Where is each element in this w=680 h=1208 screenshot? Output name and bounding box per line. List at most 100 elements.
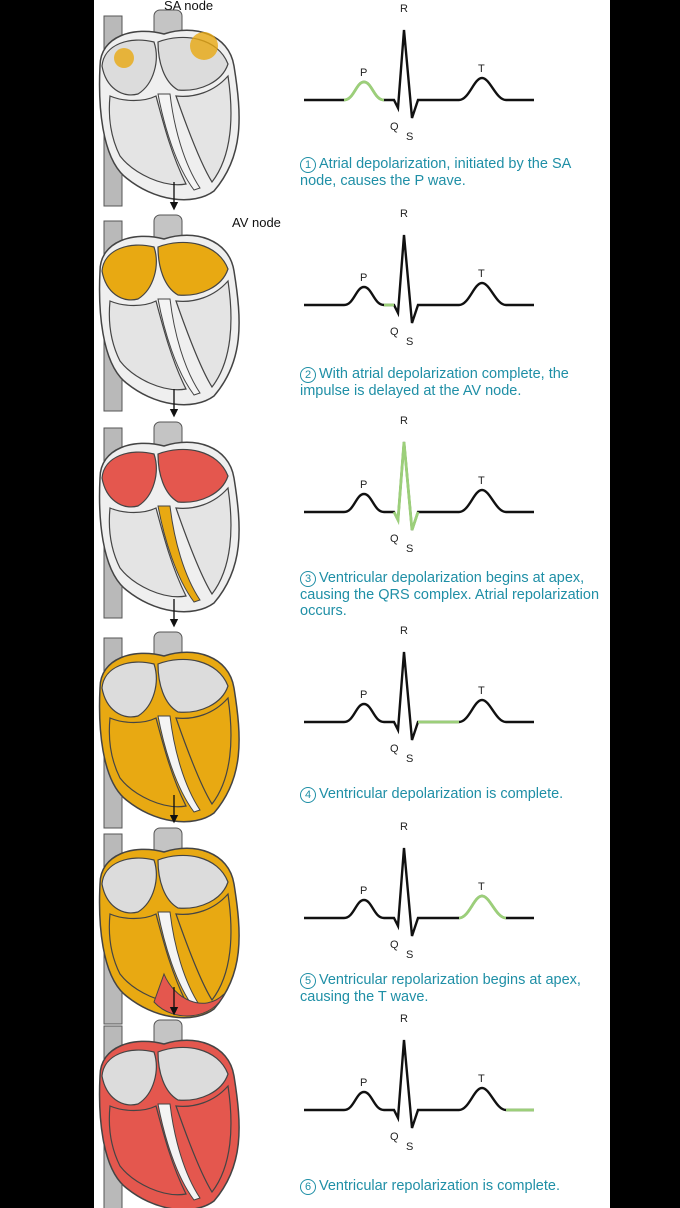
ecg-line: [304, 234, 534, 324]
heart-illustration: [98, 631, 240, 829]
ecg-label-s: S: [406, 753, 413, 765]
down-arrow-icon: [169, 599, 179, 628]
step-caption-text: With atrial depolarization complete, the…: [300, 366, 569, 399]
ecg-label-t: T: [478, 881, 485, 893]
left-atrium-shape: [157, 658, 229, 713]
ecg-label-t: T: [478, 268, 485, 280]
heart-illustration: [98, 9, 240, 207]
ecg-highlight-segment: [343, 80, 385, 102]
right-atrium-shape: [101, 857, 157, 914]
ecg-label-t: T: [478, 685, 485, 697]
septum-shape: [157, 715, 201, 813]
ecg-highlight-segment: [458, 894, 507, 920]
ecg-label-p: P: [360, 689, 367, 701]
ecg-label-p: P: [360, 479, 367, 491]
down-arrow-icon: [169, 795, 179, 824]
left-atrium-shape: [157, 1046, 229, 1101]
ecg-trace: R P T QS: [304, 821, 534, 961]
ecg-label-p: P: [360, 885, 367, 897]
left-atrium-shape: [157, 448, 229, 503]
ecg-trace: R P T QS: [304, 208, 534, 348]
right-atrium-shape: [101, 451, 157, 508]
right-ventricle-shape: [108, 1105, 187, 1196]
step-caption-text: Ventricular repolarization begins at ape…: [300, 972, 581, 1005]
ecg-trace: R P T QS: [304, 1013, 534, 1153]
left-ventricle-shape: [175, 74, 232, 184]
heart-illustration: [98, 214, 240, 412]
step-caption-text: Ventricular depolarization is complete.: [319, 786, 564, 802]
apex-shape: [153, 972, 225, 1017]
ecg-label-r: R: [400, 415, 408, 427]
ecg-label-s: S: [406, 336, 413, 348]
ecg-label-t: T: [478, 1073, 485, 1085]
left-atrium-shape: [157, 241, 229, 296]
ecg-label-q: Q: [390, 743, 399, 755]
ecg-label-q: Q: [390, 1131, 399, 1143]
ecg-label-q: Q: [390, 939, 399, 951]
heart-illustration: [98, 1019, 240, 1208]
right-atrium-shape: [101, 1049, 157, 1106]
ecg-label-q: Q: [390, 121, 399, 133]
ecg-label-t: T: [478, 475, 485, 487]
ecg-line: [304, 651, 534, 741]
ecg-label-q: Q: [390, 326, 399, 338]
left-ventricle-shape: [175, 1084, 232, 1194]
ecg-label-r: R: [400, 208, 408, 220]
septum-shape: [157, 1103, 201, 1201]
down-arrow-icon: [169, 182, 179, 211]
left-ventricle-shape: [175, 696, 232, 806]
ecg-line: [304, 441, 534, 531]
right-atrium-shape: [101, 661, 157, 718]
right-ventricle-shape: [108, 95, 187, 186]
ecg-label-t: T: [478, 63, 485, 75]
right-ventricle-shape: [108, 300, 187, 391]
right-atrium-shape: [101, 244, 157, 301]
ecg-line: [304, 29, 534, 119]
step-number-badge: 1: [300, 157, 316, 173]
right-ventricle-shape: [108, 507, 187, 598]
step-caption-text: Ventricular depolarization begins at ape…: [300, 570, 600, 619]
ecg-label-p: P: [360, 272, 367, 284]
ecg-label-s: S: [406, 949, 413, 961]
ecg-line: [304, 1039, 534, 1129]
down-arrow-icon: [169, 987, 179, 1016]
step-number-badge: 6: [300, 1179, 316, 1195]
sa-node-marker: [114, 48, 134, 68]
septum-shape: [157, 93, 201, 191]
step-number-badge: 5: [300, 973, 316, 989]
ecg-label-s: S: [406, 1141, 413, 1153]
left-ventricle-shape: [175, 892, 232, 1002]
left-ventricle-shape: [175, 279, 232, 389]
atrial-spread-marker: [190, 32, 218, 60]
ecg-highlight-segment: [392, 441, 420, 531]
ecg-label-r: R: [400, 3, 408, 15]
down-arrow-icon: [169, 389, 179, 418]
left-ventricle-shape: [175, 486, 232, 596]
step-number-badge: 3: [300, 571, 316, 587]
ecg-label-r: R: [400, 1013, 408, 1025]
ecg-line: [304, 847, 534, 937]
right-ventricle-shape: [108, 717, 187, 808]
ecg-label-q: Q: [390, 533, 399, 545]
step-caption-text: Ventricular repolarization is complete.: [319, 1178, 560, 1194]
step-number-badge: 4: [300, 787, 316, 803]
ecg-label-s: S: [406, 131, 413, 143]
ecg-label-p: P: [360, 1077, 367, 1089]
ecg-label-r: R: [400, 821, 408, 833]
step-number-badge: 2: [300, 367, 316, 383]
